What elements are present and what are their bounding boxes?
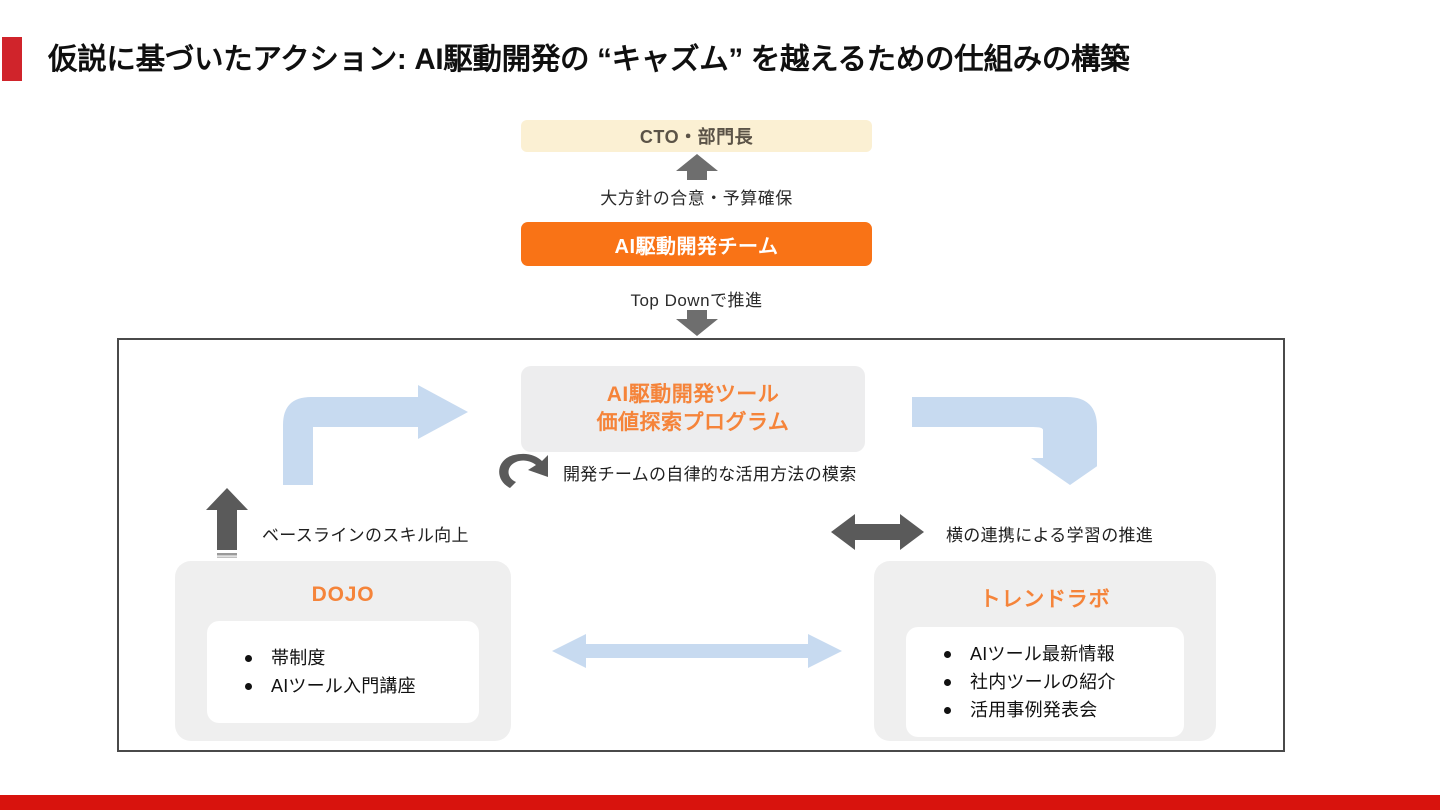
ai-driven-dev-team-box: AI駆動開発チーム	[521, 222, 872, 266]
bottom-accent-bar	[0, 795, 1440, 810]
arrow-up-from-dojo-icon	[206, 488, 248, 558]
ai-driven-dev-team-label: AI駆動開発チーム	[614, 235, 779, 258]
cto-box-label: CTO・部門長	[639, 127, 754, 147]
program-box: AI駆動開発ツール 価値探索プログラム	[521, 366, 865, 452]
list-item: 帯制度	[241, 644, 479, 672]
label-baseline-skill-up: ベースラインのスキル向上	[262, 526, 469, 545]
unit-dojo-card: 帯制度 AIツール入門講座	[207, 621, 479, 723]
program-box-line2: 価値探索プログラム	[596, 411, 790, 434]
label-budget-agreement: 大方針の合意・予算確保	[600, 189, 793, 208]
list-item: AIツール最新情報	[940, 640, 1184, 668]
blue-double-arrow-icon	[552, 634, 842, 668]
unit-trend-lab-title: トレンドラボ	[979, 588, 1111, 611]
list-item: AIツール入門講座	[241, 672, 479, 700]
arrow-up-to-cto-icon	[676, 154, 718, 180]
blue-elbow-arrow-right-icon	[912, 397, 1097, 485]
title-accent-bar	[2, 37, 22, 81]
cto-box: CTO・部門長	[521, 120, 872, 152]
unit-dojo: DOJO 帯制度 AIツール入門講座	[175, 561, 511, 741]
label-top-down: Top Downで推進	[630, 291, 763, 310]
list-item: 社内ツールの紹介	[940, 668, 1184, 696]
unit-dojo-title: DOJO	[311, 583, 375, 606]
unit-trend-lab-card: AIツール最新情報 社内ツールの紹介 活用事例発表会	[906, 627, 1184, 737]
double-arrow-grey-icon	[831, 514, 924, 550]
label-autonomous-exploration: 開発チームの自律的な活用方法の模索	[563, 465, 857, 484]
arrow-down-to-framework-icon	[676, 310, 718, 336]
blue-elbow-arrow-left-icon	[283, 385, 468, 485]
label-horizontal-collaboration: 横の連携による学習の推進	[946, 526, 1154, 545]
list-item: 活用事例発表会	[940, 696, 1184, 724]
loop-arrow-icon	[499, 453, 548, 488]
program-box-line1: AI駆動開発ツール	[606, 383, 780, 406]
unit-trend-lab: トレンドラボ AIツール最新情報 社内ツールの紹介 活用事例発表会	[874, 561, 1216, 741]
page-title: 仮説に基づいたアクション: AI駆動開発の “キャズム” を越えるための仕組みの…	[48, 43, 1130, 76]
